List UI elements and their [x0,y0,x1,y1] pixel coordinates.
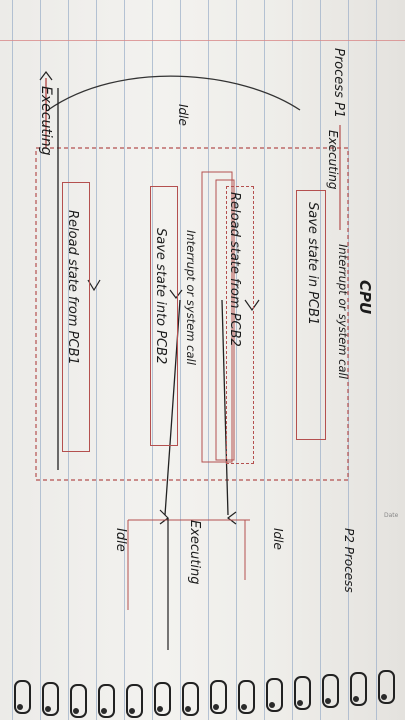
ruled-line [124,0,125,720]
spiral-ring [350,672,367,706]
spiral-ring [70,684,87,718]
cross-line-b [221,299,229,516]
binding-hole [241,704,247,710]
ruled-line [180,0,181,720]
ruled-line [96,0,97,720]
spiral-ring [126,684,143,718]
binding-hole [297,700,303,706]
binding-hole [213,704,219,710]
inner-box-b [215,179,235,461]
outer-dashed-box [35,147,349,481]
p2-idle-bottom-label: Idle [113,528,128,552]
ruled-line [152,0,153,720]
binding-hole [185,706,191,712]
ruled-line [348,0,349,720]
ruled-line [208,0,209,720]
ruled-line [236,0,237,720]
arrow-head-mid-right [227,511,237,525]
binding-hole [325,698,331,704]
spiral-ring [378,670,395,704]
spiral-ring [238,680,255,714]
binding-hole [45,706,51,712]
spiral-ring [182,682,199,716]
spiral-ring [14,680,31,714]
ruled-line [320,0,321,720]
ruled-line [264,0,265,720]
ruled-line [68,0,69,720]
p2-executing-label: Executing [187,520,202,585]
step-6-text: Reload state from PCB1 [65,210,80,365]
step-box-reload-pcb1 [62,182,90,452]
binding-hole [129,708,135,714]
p1-executing-top-label: Executing [326,130,340,190]
step-box-reload-pcb2 [226,186,254,464]
binding-hole [73,708,79,714]
p1-idle-label: Idle [176,104,190,126]
spiral-ring [98,684,115,718]
cpu-heading: CPU [356,280,374,315]
p1-executing-bottom-label: Executing [38,86,54,156]
spiral-ring [42,682,59,716]
spiral-ring [322,674,339,708]
step-4-text: Interrupt or system call [184,230,198,365]
binding-hole [353,696,359,702]
binding-hole [17,704,23,710]
step-2-text: Save state in PCB1 [305,202,320,326]
down-arrow-reload-pcb1 [87,279,101,292]
step-3-text: Reload state from PCB2 [227,192,242,347]
p1-top-curve [47,75,301,111]
spiral-ring [154,682,171,716]
ruled-line [376,0,377,720]
ruled-line [40,0,41,720]
ruled-line [292,0,293,720]
p1-arrow-head-top [39,71,53,81]
step-box-save-pcb2 [150,186,178,446]
step-1-text: Interrupt or system call [336,244,350,379]
spiral-ring [210,680,227,714]
p2-idle-top-label: Idle [271,528,285,550]
binding-hole [269,702,275,708]
binding-hole [381,694,387,700]
process-p1-heading: Process P1 [331,48,346,119]
cross-line-a [164,299,181,516]
step-box-save-pcb1 [296,190,326,440]
down-arrow-reload-pcb2 [244,299,260,312]
down-arrow-interrupt [169,289,183,299]
binding-hole [101,708,107,714]
spiral-ring [266,678,283,712]
spiral-ring [294,676,311,710]
ruled-line [12,0,13,720]
arrow-head-mid-left [159,509,169,525]
date-label: Date [384,512,399,519]
margin-line [0,40,405,41]
inner-box-a [201,171,233,463]
step-5-text: Save state into PCB2 [153,228,168,365]
process-p2-heading: P2 Process [342,528,356,593]
binding-hole [157,706,163,712]
